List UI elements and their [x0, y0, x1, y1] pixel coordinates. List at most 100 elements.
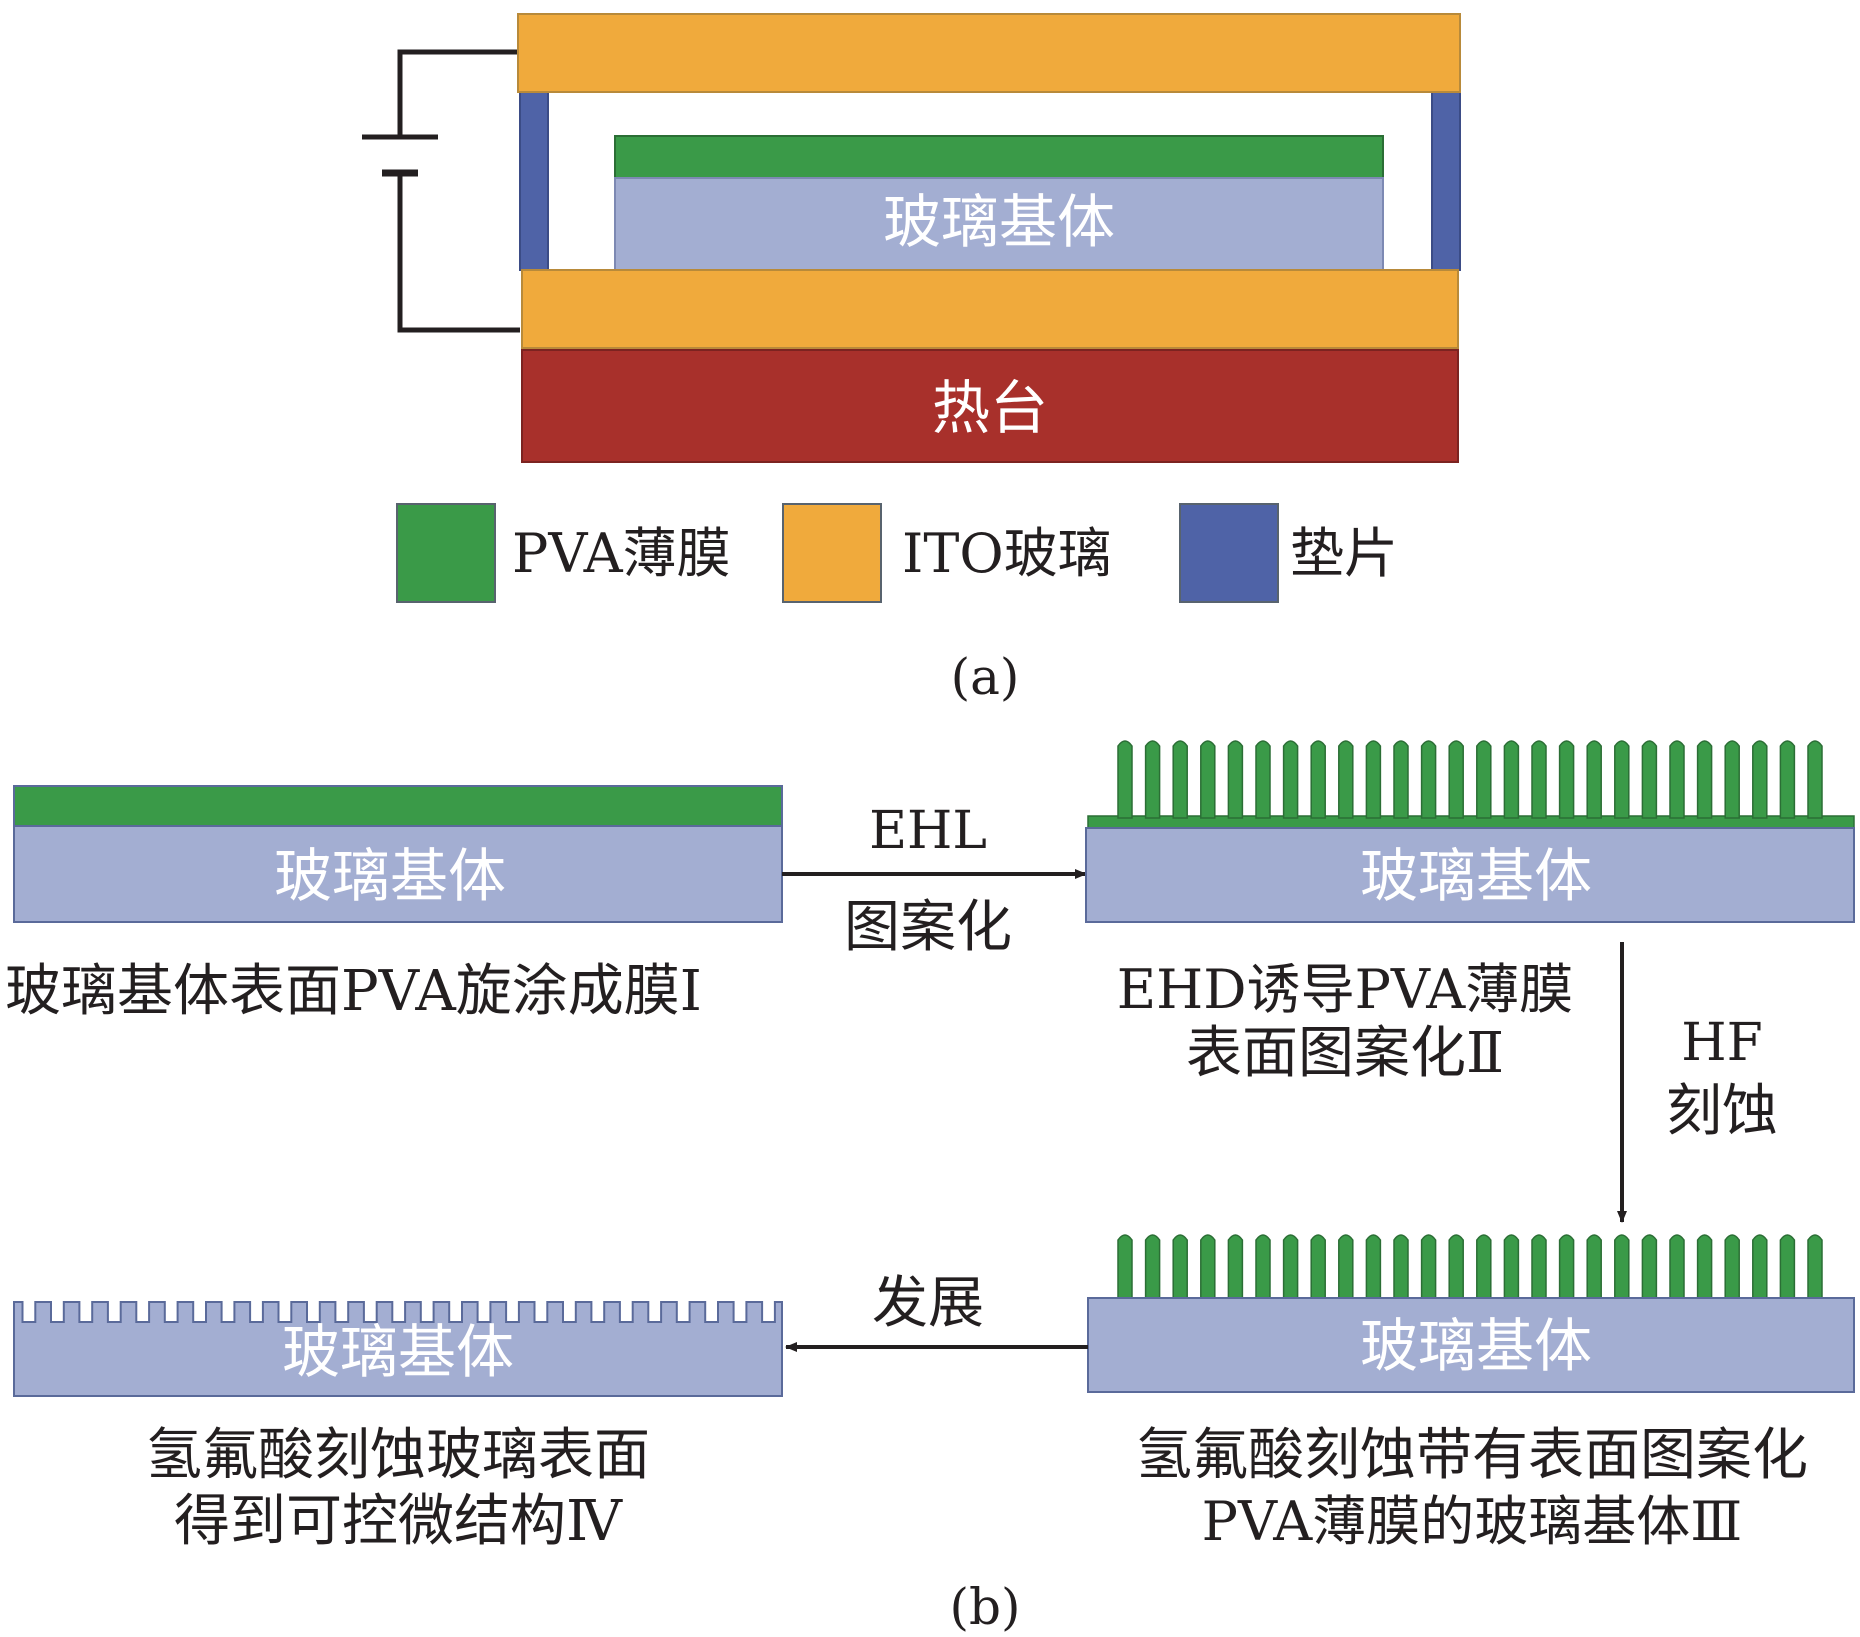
spacer-right: [1431, 91, 1461, 271]
pva-pillar: [1779, 740, 1796, 819]
pva-pillar: [1144, 1234, 1161, 1299]
pva-pillar: [1227, 740, 1244, 819]
spacer-left: [519, 91, 549, 271]
pva-pillar: [1365, 1234, 1382, 1299]
pva-pillar: [1614, 740, 1630, 819]
pva-pillar: [1696, 1234, 1713, 1299]
pva-pillar: [1614, 1234, 1630, 1299]
substrate-label: 玻璃基体: [883, 188, 1115, 256]
pva-pillar: [1752, 1234, 1768, 1299]
caption-b: (b): [949, 1578, 1020, 1636]
pva-pillar: [1476, 740, 1492, 819]
panel-b: 玻璃基体 玻璃基体表面PVA旋涂成膜Ⅰ EHL 图案化 玻璃基体 EHD诱导PV…: [5, 740, 1855, 1636]
arrow-develop: 发展: [785, 1271, 1088, 1352]
caption-a: (a): [951, 648, 1020, 706]
step3-substrate-label: 玻璃基体: [1360, 1312, 1592, 1380]
pva-pillar: [1696, 740, 1713, 819]
legend-label-spacer: 垫片: [1290, 522, 1398, 585]
ito-glass-bottom: [521, 269, 1459, 349]
pva-pillar: [1338, 740, 1354, 819]
pva-pillar: [1338, 1234, 1354, 1299]
pva-pillar: [1669, 1234, 1685, 1299]
pva-pillar: [1807, 1234, 1823, 1299]
pva-pillar: [1117, 1234, 1133, 1299]
step3-glass-substrate: [1087, 1297, 1855, 1393]
pva-pillar: [1669, 740, 1685, 819]
step2-pva-pillars: [1087, 740, 1855, 829]
pva-pillar: [1255, 1234, 1271, 1299]
step1-glass-substrate: [13, 825, 783, 923]
pva-pillar: [1172, 740, 1188, 819]
arrow-develop-label: 发展: [872, 1271, 984, 1336]
pva-pillar: [1144, 740, 1161, 819]
hotplate: [521, 349, 1459, 463]
pva-pillar: [1448, 1234, 1464, 1299]
arrow-hf-label-line2: 刻蚀: [1666, 1079, 1778, 1144]
pva-pillar: [1586, 1234, 1602, 1299]
pva-film: [614, 135, 1384, 179]
legend-label-pva: PVA薄膜: [512, 522, 731, 585]
legend-swatch-ito: [782, 503, 882, 603]
pva-pillar: [1641, 1234, 1658, 1299]
pva-pillar: [1476, 1234, 1492, 1299]
pva-pillar: [1724, 740, 1740, 819]
hotplate-label: 热台: [932, 374, 1048, 442]
arrow-ehl: EHL 图案化: [782, 801, 1087, 960]
step2-caption-line2: 表面图案化Ⅱ: [1186, 1021, 1504, 1086]
pva-pillar: [1393, 740, 1409, 819]
glass-substrate: [614, 177, 1384, 271]
legend-swatch-pva: [396, 503, 496, 603]
panel-a: 玻璃基体 热台 PVA薄膜 ITO玻璃 垫片 (a): [362, 13, 1461, 706]
step-1: 玻璃基体 玻璃基体表面PVA旋涂成膜Ⅰ: [5, 785, 783, 1024]
pva-pillar: [1255, 740, 1271, 819]
step-3: 玻璃基体 氢氟酸刻蚀带有表面图案化 PVA薄膜的玻璃基体Ⅲ: [1087, 1234, 1855, 1553]
pva-pillar: [1807, 740, 1823, 819]
arrow-ehl-label-bottom: 图案化: [844, 895, 1012, 960]
pva-pillar: [1641, 740, 1658, 819]
wire-bottom: [397, 173, 520, 333]
pva-pillar: [1200, 1234, 1216, 1299]
pva-pillar: [1448, 740, 1464, 819]
arrow-ehl-label-top: EHL: [869, 801, 987, 861]
pva-pillar: [1779, 1234, 1796, 1299]
step4-substrate-label: 玻璃基体: [282, 1318, 514, 1386]
step4-caption-line1: 氢氟酸刻蚀玻璃表面: [146, 1423, 650, 1488]
pva-pillar: [1172, 1234, 1188, 1299]
pva-pillar: [1531, 740, 1547, 819]
pva-pillar: [1586, 740, 1602, 819]
step-4: 玻璃基体 氢氟酸刻蚀玻璃表面 得到可控微结构Ⅳ: [13, 1301, 783, 1554]
ito-glass-top: [517, 13, 1461, 93]
arrow-hf-label-line1: HF: [1681, 1013, 1762, 1073]
step2-caption-line1: EHD诱导PVA薄膜: [1117, 958, 1573, 1021]
voltage-source: [362, 49, 520, 333]
pva-pillar: [1503, 1234, 1520, 1299]
pva-pillar: [1365, 740, 1382, 819]
step4-etched-glass: [13, 1301, 783, 1397]
pva-pillar: [1531, 1234, 1547, 1299]
pva-pillar: [1200, 740, 1216, 819]
pva-pillar: [1227, 1234, 1244, 1299]
pva-pillar: [1752, 740, 1768, 819]
pva-pillar: [1420, 1234, 1437, 1299]
arrow-hf: HF 刻蚀: [1617, 942, 1778, 1223]
step2-glass-substrate: [1085, 827, 1855, 923]
pva-pillar: [1393, 1234, 1409, 1299]
pva-pillar: [1420, 740, 1437, 819]
step2-substrate-label: 玻璃基体: [1360, 842, 1592, 910]
pva-pillar: [1310, 740, 1326, 819]
step1-caption: 玻璃基体表面PVA旋涂成膜Ⅰ: [5, 959, 702, 1024]
pva-pillar: [1310, 1234, 1326, 1299]
pva-pillar: [1503, 740, 1520, 819]
pva-pillar: [1558, 740, 1575, 819]
legend-swatch-spacer: [1179, 503, 1279, 603]
pva-pillar: [1724, 1234, 1740, 1299]
legend: PVA薄膜 ITO玻璃 垫片: [396, 503, 1398, 603]
pva-pillar: [1282, 1234, 1299, 1299]
legend-label-ito: ITO玻璃: [902, 522, 1112, 585]
step3-caption-line2: PVA薄膜的玻璃基体Ⅲ: [1202, 1490, 1743, 1553]
wire-top: [397, 49, 520, 137]
step-2: 玻璃基体 EHD诱导PVA薄膜 表面图案化Ⅱ: [1085, 740, 1855, 1086]
pva-pillar: [1558, 1234, 1575, 1299]
